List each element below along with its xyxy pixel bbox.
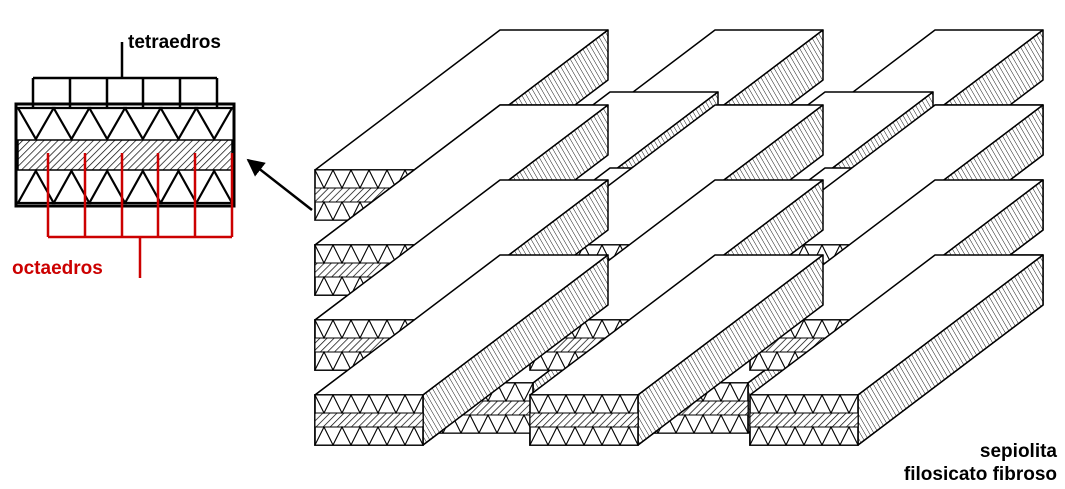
figure-caption: sepiolita filosicato fibroso (904, 440, 1057, 486)
pointer-arrow (248, 160, 312, 210)
ribbon-front-face (530, 395, 638, 445)
octahedra-label: octaedros (12, 259, 103, 278)
inset-octahedral-layer (18, 140, 232, 170)
ribbon-front-face (315, 395, 423, 445)
caption-mineral-name: sepiolita (904, 440, 1057, 463)
caption-mineral-type: filosicato fibroso (904, 463, 1057, 486)
tetrahedra-label: tetraedros (128, 33, 221, 52)
ribbon-front-face (750, 395, 858, 445)
fibrous-ribbon-structure (315, 30, 1043, 445)
